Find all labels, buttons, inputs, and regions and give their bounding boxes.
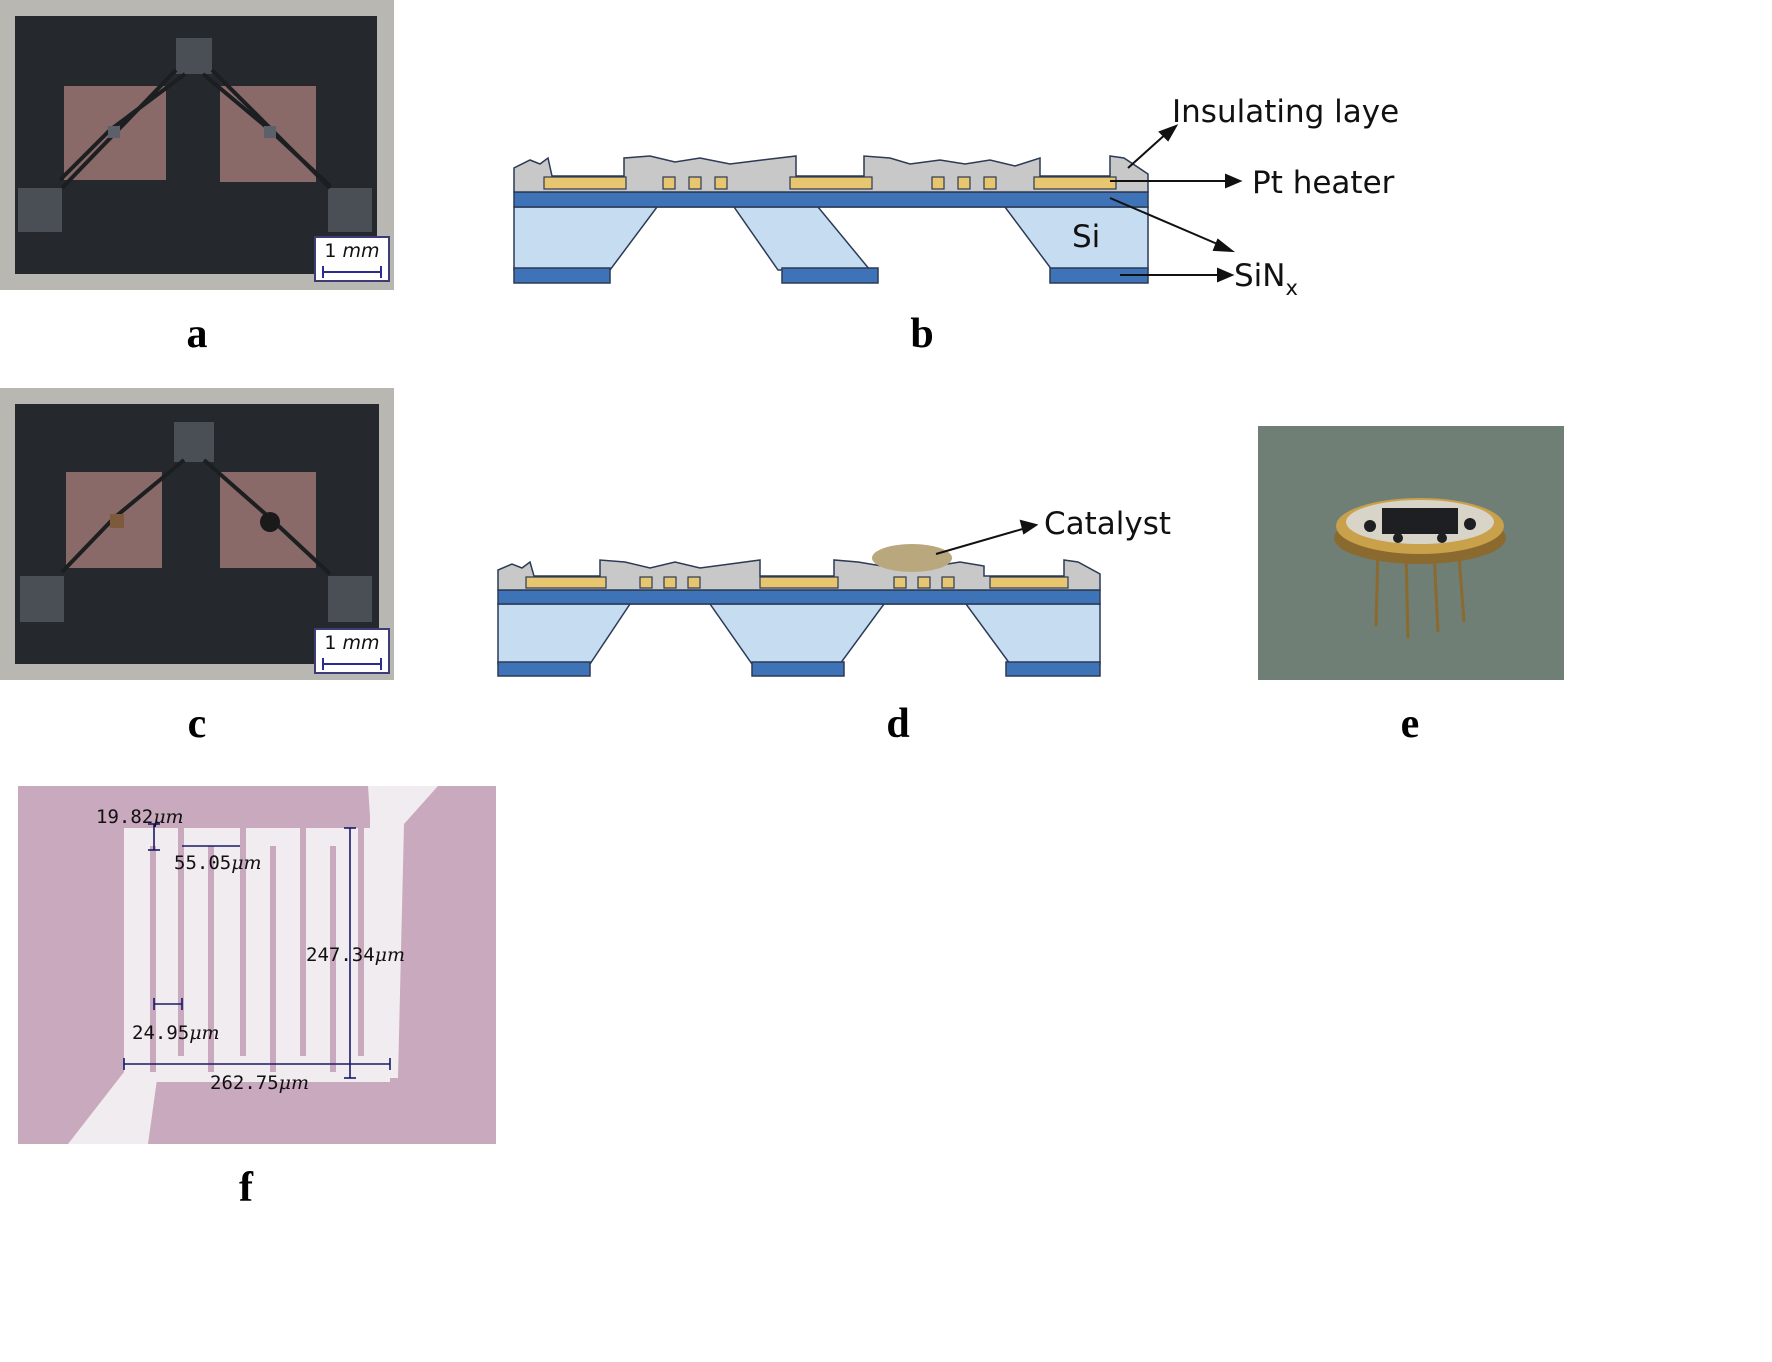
label-pt-heater: Pt heater xyxy=(1252,165,1395,201)
panel-label-e: e xyxy=(1400,701,1420,747)
measurement-top-gap: 19.82μm xyxy=(96,806,184,828)
panel-c-chip-photo: 1 mm xyxy=(0,388,394,680)
panel-label-d: d xyxy=(886,701,910,747)
scale-bar-value: 1 xyxy=(324,632,337,654)
scale-bar-a: 1 mm xyxy=(314,236,390,282)
panel-a-chip-photo: 1 mm xyxy=(0,0,394,290)
measurement-spacing: 24.95μm xyxy=(132,1022,220,1044)
scale-bar-unit: mm xyxy=(342,632,380,654)
packaged-sensor-photo xyxy=(1258,426,1564,680)
measurement-height: 247.34μm xyxy=(306,944,406,966)
scale-bar-unit: mm xyxy=(342,240,380,262)
panel-b-cross-section: Insulating layer Pt heater Si SiNx xyxy=(500,80,1412,320)
panel-f-heater-micrograph: 19.82μm 55.05μm 247.34μm 24.95μm 262.75μ… xyxy=(18,786,496,1144)
measurement-finger-width: 55.05μm xyxy=(174,852,262,874)
label-sinx-subscript: x xyxy=(1285,276,1297,300)
scale-bar-value: 1 xyxy=(324,240,337,262)
label-sinx-base: SiN xyxy=(1234,258,1285,294)
cross-section-diagram-d: Catalyst xyxy=(497,506,1171,677)
measurement-total-width: 262.75μm xyxy=(210,1072,310,1094)
panel-e-packaged-sensor-photo xyxy=(1258,426,1564,680)
label-si: Si xyxy=(1072,219,1100,255)
label-catalyst: Catalyst xyxy=(1044,506,1171,542)
scale-bar-c: 1 mm xyxy=(314,628,390,674)
heater-micrograph xyxy=(18,786,496,1144)
cross-section-diagram-b: Insulating layer Pt heater Si SiNx xyxy=(513,94,1412,300)
label-sinx: SiNx xyxy=(1234,258,1298,300)
panel-d-cross-section: Catalyst xyxy=(490,500,1210,700)
label-insulating-layer: Insulating layer xyxy=(1172,94,1400,130)
panel-label-b: b xyxy=(910,311,934,357)
chip-photo-a xyxy=(0,0,394,290)
panel-label-a: a xyxy=(186,311,208,357)
panel-label-f: f xyxy=(239,1165,253,1211)
panel-label-c: c xyxy=(187,701,207,747)
